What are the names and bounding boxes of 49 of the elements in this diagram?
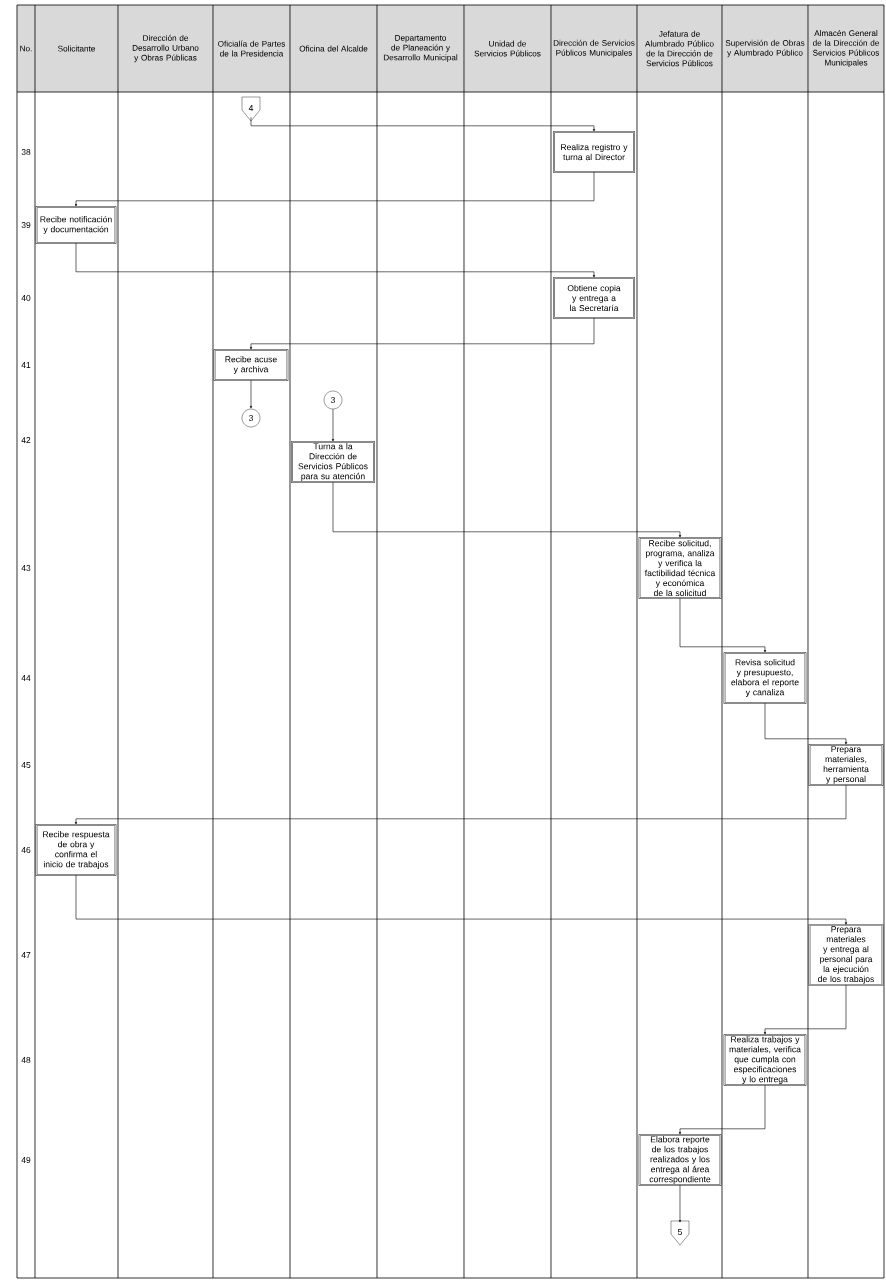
row-number: 47 bbox=[21, 952, 31, 958]
arrow bbox=[764, 702, 848, 745]
process-box: Obtiene copia y entrega a la Secretaría bbox=[553, 277, 635, 319]
arrow bbox=[763, 984, 847, 1035]
column-heading: Supervisión de Obras y Alumbrado Público bbox=[725, 39, 805, 58]
process-box: Prepara materiales y entrega al personal para la ejecución de los trabajos bbox=[808, 924, 884, 986]
arrow bbox=[678, 1184, 682, 1223]
row-number: 38 bbox=[21, 149, 31, 155]
process-box: Recibe notificación y documentación bbox=[35, 206, 117, 244]
process-box: Recibe respuesta de obra y confirma el inicio de trabajos bbox=[35, 824, 117, 876]
arrow bbox=[74, 784, 847, 825]
arrow bbox=[678, 1084, 766, 1135]
offpage-connector: 5 bbox=[670, 1220, 690, 1246]
column-heading: Unidad de Servicios Públicos bbox=[474, 40, 541, 57]
column-heading: Almacén General de la Dirección de Servicios Públicos Municipales bbox=[812, 29, 880, 68]
arrow bbox=[331, 408, 335, 442]
arrow bbox=[75, 242, 596, 278]
row-number: 44 bbox=[21, 675, 31, 681]
arrow bbox=[249, 317, 595, 350]
arrow bbox=[75, 874, 848, 925]
column-heading: Departamento de Planeación y Desarrollo Municipal bbox=[383, 35, 458, 62]
column-heading: Oficialía de Partes de la Presidencia bbox=[218, 40, 286, 57]
process-box: Prepara materiales, herramienta y personal bbox=[808, 744, 884, 786]
column-heading: Dirección de Servicios Públicos Municipales bbox=[553, 39, 635, 58]
arrow bbox=[74, 171, 595, 207]
column-heading: Dirección de Desarrollo Urbano y Obras Públicas bbox=[132, 34, 199, 63]
row-number: 49 bbox=[21, 1157, 31, 1163]
arrow bbox=[679, 597, 767, 653]
arrow bbox=[249, 379, 253, 409]
process-box: Recibe solicitud, programa, analiza y verifica la factibilidad técnica y económica de la solicitud bbox=[638, 537, 722, 599]
process-box: Realiza trabajos y materiales, verifica que cumpla con especificaciones y lo entrega bbox=[723, 1034, 807, 1086]
arrow bbox=[332, 481, 682, 538]
offpage-connector: 4 bbox=[241, 96, 261, 122]
row-number: 42 bbox=[21, 437, 31, 443]
column-heading: No. bbox=[20, 45, 32, 52]
row-number: 41 bbox=[21, 362, 31, 368]
column-heading: Jefatura de Alumbrado Público de la Dirección de Servicios Públicos bbox=[645, 30, 714, 67]
process-box: Revisa solicitud y presupuesto, elabora el reporte y canaliza bbox=[723, 652, 807, 704]
row-number: 45 bbox=[21, 762, 31, 768]
row-number: 40 bbox=[21, 295, 31, 301]
column-heading: Oficina del Alcalde bbox=[299, 45, 368, 52]
column-heading: Solicitante bbox=[58, 45, 95, 52]
process-box: Realiza registro y turna al Director bbox=[553, 131, 635, 173]
process-box: Turna a la Dirección de Servicios Públicos para su atención bbox=[291, 441, 375, 483]
row-number: 48 bbox=[21, 1057, 31, 1063]
arrow bbox=[250, 116, 596, 132]
row-number: 43 bbox=[21, 565, 31, 571]
process-box: Recibe acuse y archiva bbox=[213, 349, 289, 381]
process-box: Elabora reporte de los trabajos realizados y los entrega al área correspondiente bbox=[638, 1134, 722, 1186]
